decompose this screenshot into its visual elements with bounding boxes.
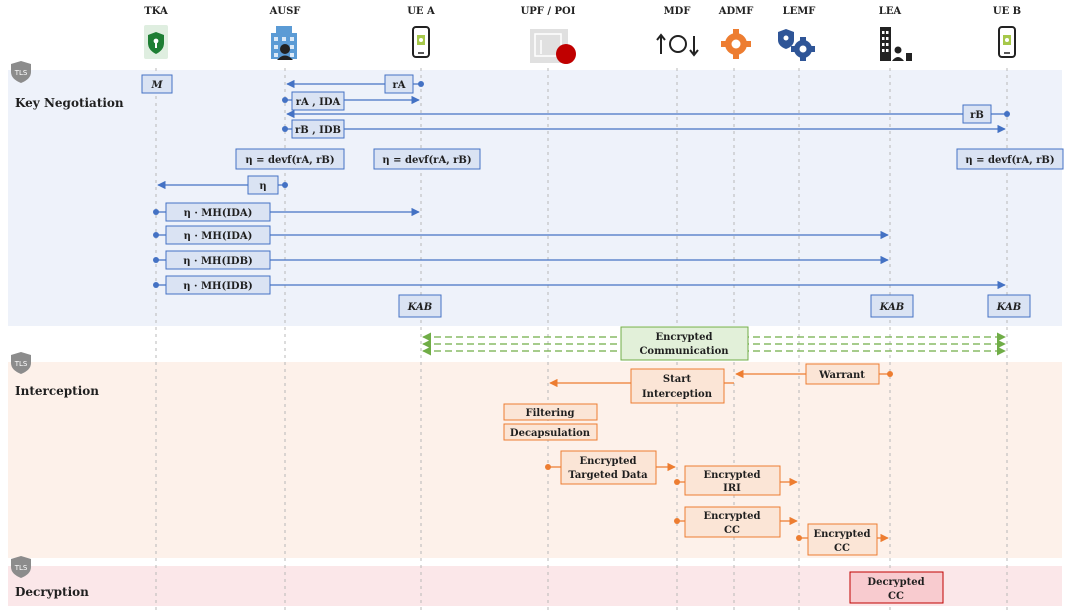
message-label-eta: η bbox=[259, 181, 266, 192]
message-label-filtering: Filtering bbox=[525, 408, 574, 419]
message-box-rb-idb bbox=[291, 119, 345, 139]
key-box-kab-lea bbox=[870, 294, 914, 318]
entity-label-admf: ADMF bbox=[718, 6, 754, 17]
entity-label-lea: LEA bbox=[879, 6, 902, 17]
entity-label-lemf: LEMF bbox=[783, 6, 816, 17]
message-label-decrypted-cc-2: CC bbox=[888, 591, 904, 602]
message-box-encrypted-cc-lemf bbox=[807, 523, 878, 556]
message-box-ra bbox=[384, 74, 414, 94]
message-label-encrypted-cc-lemf-1: Encrypted bbox=[813, 529, 870, 540]
building-user-icon bbox=[271, 26, 297, 60]
police-gear-icon bbox=[778, 29, 815, 61]
tls-badge-icon: TLS bbox=[11, 352, 31, 374]
key-box-kab-ueb bbox=[987, 294, 1031, 318]
message-label-encrypted-targeted-data-1: Encrypted bbox=[579, 456, 636, 467]
message-label-ra: rA bbox=[392, 80, 405, 91]
smartphone-icon bbox=[998, 26, 1016, 58]
entity-label-upf: UPF / POI bbox=[521, 6, 576, 17]
message-label-encrypted-iri-1: Encrypted bbox=[703, 470, 760, 481]
message-label-encrypted-targeted-data-2: Targeted Data bbox=[568, 470, 648, 481]
message-box-eta-mh-idb-1 bbox=[165, 250, 271, 270]
encrypted-communication-label-2: Communication bbox=[639, 346, 729, 357]
message-box-decapsulation bbox=[503, 423, 598, 441]
message-label-warrant: Warrant bbox=[818, 370, 865, 381]
message-label-rb: rB bbox=[970, 110, 984, 121]
phase-title-key-negotiation: Key Negotiation bbox=[15, 96, 124, 110]
message-label-eta-mh-idb-2: η · MH(IDB) bbox=[183, 281, 253, 292]
key-label-kab-uea: KAB bbox=[407, 302, 433, 313]
message-label-decrypted-cc-1: Decrypted bbox=[867, 577, 924, 588]
message-label-eta-devf-uea: η = devf(rA, rB) bbox=[382, 155, 471, 166]
message-box-eta bbox=[247, 175, 279, 195]
message-box-m bbox=[141, 74, 173, 94]
message-box-eta-mh-ida-2 bbox=[165, 225, 271, 245]
entity-label-tka: TKA bbox=[144, 6, 168, 17]
phase-title-decryption: Decryption bbox=[15, 585, 89, 599]
message-label-rb-idb: rB , IDB bbox=[295, 125, 341, 136]
svg-text:TLS: TLS bbox=[14, 69, 28, 77]
key-label-kab-ueb: KAB bbox=[996, 302, 1022, 313]
message-box-start-interception bbox=[630, 368, 725, 404]
entity-label-mdf: MDF bbox=[664, 6, 691, 17]
message-box-ra-ida bbox=[291, 91, 345, 111]
tls-badge-icon: TLS bbox=[11, 61, 31, 83]
encrypted-communication-label-1: Encrypted bbox=[655, 332, 712, 343]
message-label-encrypted-cc-mdf-1: Encrypted bbox=[703, 511, 760, 522]
message-box-warrant bbox=[805, 363, 880, 385]
message-label-eta-mh-ida-1: η · MH(IDA) bbox=[184, 208, 253, 219]
message-label-m: M bbox=[150, 80, 163, 91]
message-box-encrypted-cc-mdf bbox=[684, 506, 781, 538]
message-box-filtering bbox=[503, 403, 598, 421]
message-box-eta-devf-uea bbox=[373, 148, 481, 170]
message-box-eta-devf-ausf bbox=[235, 148, 345, 170]
key-box-kab-uea bbox=[398, 294, 442, 318]
message-label-encrypted-cc-lemf-2: CC bbox=[834, 543, 850, 554]
message-box-rb bbox=[962, 104, 992, 124]
phase-title-interception: Interception bbox=[15, 384, 99, 398]
message-box-decrypted-cc bbox=[849, 571, 944, 604]
message-label-eta-devf-ausf: η = devf(rA, rB) bbox=[245, 155, 334, 166]
message-box-eta-mh-ida-1 bbox=[165, 202, 271, 222]
message-label-encrypted-cc-mdf-2: CC bbox=[724, 525, 740, 536]
message-box-eta-devf-ueb bbox=[956, 148, 1064, 170]
tls-badge-icon: TLS bbox=[11, 556, 31, 578]
phase-band-interception bbox=[8, 362, 1062, 558]
message-label-decapsulation: Decapsulation bbox=[510, 428, 591, 439]
entity-label-ausf: AUSF bbox=[269, 6, 301, 17]
entity-label-uea: UE A bbox=[407, 6, 435, 17]
sync-arrows-icon bbox=[656, 33, 699, 57]
message-label-encrypted-iri-2: IRI bbox=[723, 483, 741, 494]
shield-lock-phone-icon bbox=[144, 25, 168, 59]
svg-text:TLS: TLS bbox=[14, 564, 28, 572]
message-label-eta-devf-ueb: η = devf(rA, rB) bbox=[965, 155, 1054, 166]
message-box-eta-mh-idb-2 bbox=[165, 275, 271, 295]
message-label-start-interception-2: Interception bbox=[642, 389, 713, 400]
router-icon bbox=[530, 29, 576, 64]
message-label-ra-ida: rA , IDA bbox=[296, 97, 341, 108]
entity-label-ueb: UE B bbox=[993, 6, 1021, 17]
message-label-eta-mh-ida-2: η · MH(IDA) bbox=[184, 231, 253, 242]
gear-icon bbox=[721, 29, 751, 59]
police-building-icon bbox=[880, 27, 912, 61]
svg-text:TLS: TLS bbox=[14, 360, 28, 368]
message-label-eta-mh-idb-1: η · MH(IDB) bbox=[183, 256, 253, 267]
message-label-start-interception-1: Start bbox=[663, 374, 692, 385]
smartphone-icon bbox=[412, 26, 430, 58]
message-box-encrypted-iri bbox=[684, 465, 781, 496]
encrypted-communication-box bbox=[620, 326, 749, 361]
key-label-kab-lea: KAB bbox=[879, 302, 905, 313]
message-box-encrypted-targeted-data bbox=[560, 450, 657, 485]
